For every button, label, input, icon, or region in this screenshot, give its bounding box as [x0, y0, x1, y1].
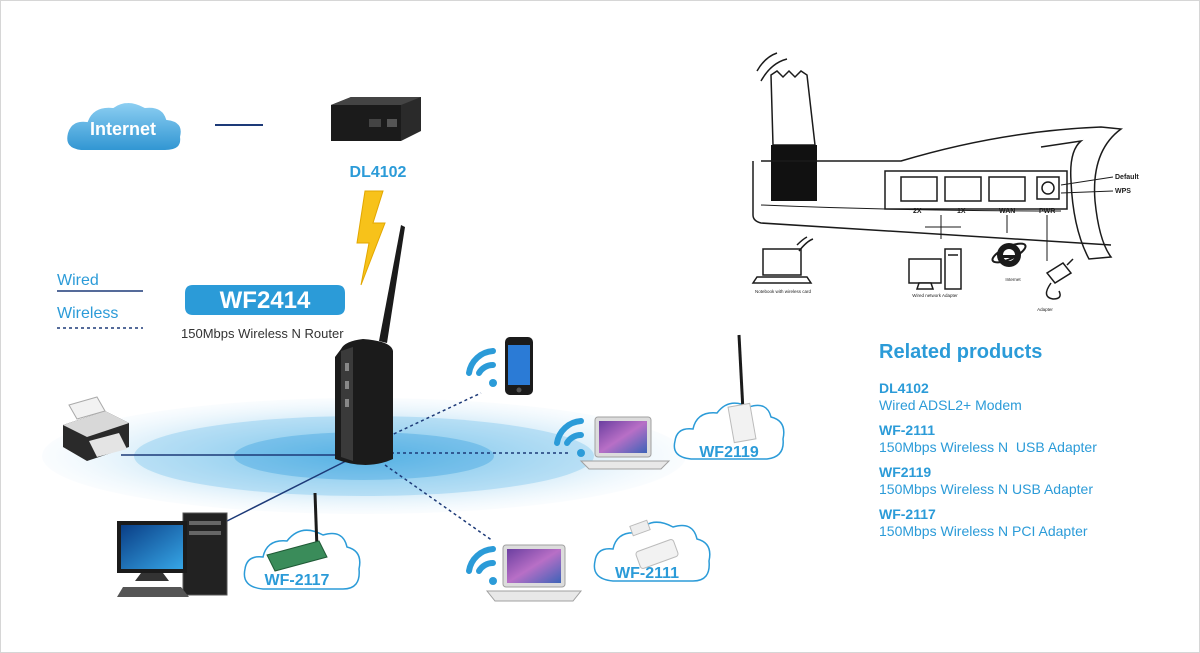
wf2117-cloud: WF-2117 [243, 492, 361, 590]
modem-device: DL4102 [331, 97, 421, 181]
legend: Wired Wireless [57, 272, 143, 329]
legend-wired-label: Wired [57, 272, 99, 289]
related-item: DL4102 Wired ADSL2+ Modem [879, 380, 1179, 414]
router-model: WF2414 [220, 287, 311, 314]
port-1x-label: 1X [957, 208, 966, 215]
laptop2-wireless-link [384, 464, 494, 542]
desktop-pc [117, 512, 228, 597]
power-adapter-icon [1045, 258, 1074, 300]
wifi-icon-phone [466, 348, 497, 387]
computer-icon [908, 248, 962, 290]
computer-caption: Wired network Adapter [912, 293, 958, 298]
wf2111-cloud: WF-2111 [593, 519, 711, 582]
related-item-name: DL4102 [879, 380, 929, 396]
related-item-desc: 150Mbps Wireless N PCI Adapter [879, 523, 1088, 539]
related-item-name: WF2119 [879, 464, 932, 480]
router-badge: WF2414 150Mbps Wireless N Router [181, 285, 345, 341]
connections [121, 392, 571, 542]
related-item-desc: Wired ADSL2+ Modem [879, 397, 1022, 413]
related-item-desc: 150Mbps Wireless N USB Adapter [879, 481, 1093, 497]
lightning-icon [356, 190, 386, 286]
laptop2-device [485, 544, 583, 602]
port-wan-label: WAN [999, 208, 1015, 215]
related-products: Related products DL4102 Wired ADSL2+ Mod… [879, 341, 1179, 548]
router-device [335, 225, 405, 465]
notebook-icon [751, 236, 814, 284]
wf2119-label: WF2119 [699, 444, 759, 461]
phone-wireless-link [382, 392, 482, 440]
related-heading: Related products [879, 341, 1043, 363]
port-2x-label: 2X [913, 208, 922, 215]
internet-caption: Internet [1005, 277, 1021, 282]
wf2119-cloud: WF2119 [673, 334, 785, 461]
related-item-name: WF-2117 [879, 506, 936, 522]
related-item-name: WF-2111 [879, 422, 936, 438]
related-item: WF-2117 150Mbps Wireless N PCI Adapter [879, 506, 1179, 540]
legend-wireless-label: Wireless [57, 305, 118, 322]
related-item-desc: 150Mbps Wireless N USB Adapter [879, 439, 1097, 455]
wf2111-label: WF-2111 [615, 565, 679, 582]
related-item: WF-2111 150Mbps Wireless N USB Adapter [879, 422, 1179, 456]
default-button-label: Default [1115, 174, 1139, 181]
related-item: WF2119 150Mbps Wireless N USB Adapter [879, 464, 1179, 498]
adapter-caption: Adapter [1037, 307, 1053, 312]
phone-device [505, 337, 533, 395]
pc-link [226, 460, 347, 522]
wifi-icon-laptop [554, 418, 585, 457]
back-panel-labels: 2X 1X WAN PWR Default WPS [913, 174, 1139, 215]
internet-cloud: Internet [65, 101, 183, 152]
wf2117-label: WF-2117 [265, 572, 330, 589]
notebook-caption: Notebook with wireless card [755, 289, 812, 294]
port-pwr-label: PWR [1039, 208, 1055, 215]
router-subtitle: 150Mbps Wireless N Router [181, 326, 344, 341]
internet-label: Internet [90, 119, 156, 139]
router-back-panel [752, 52, 1124, 261]
printer-device [63, 396, 129, 461]
internet-explorer-icon [991, 242, 1027, 267]
laptop-device [579, 416, 671, 470]
modem-label: DL4102 [350, 164, 407, 181]
wifi-icon-laptop2 [466, 546, 497, 585]
wps-button-label: WPS [1115, 188, 1131, 195]
